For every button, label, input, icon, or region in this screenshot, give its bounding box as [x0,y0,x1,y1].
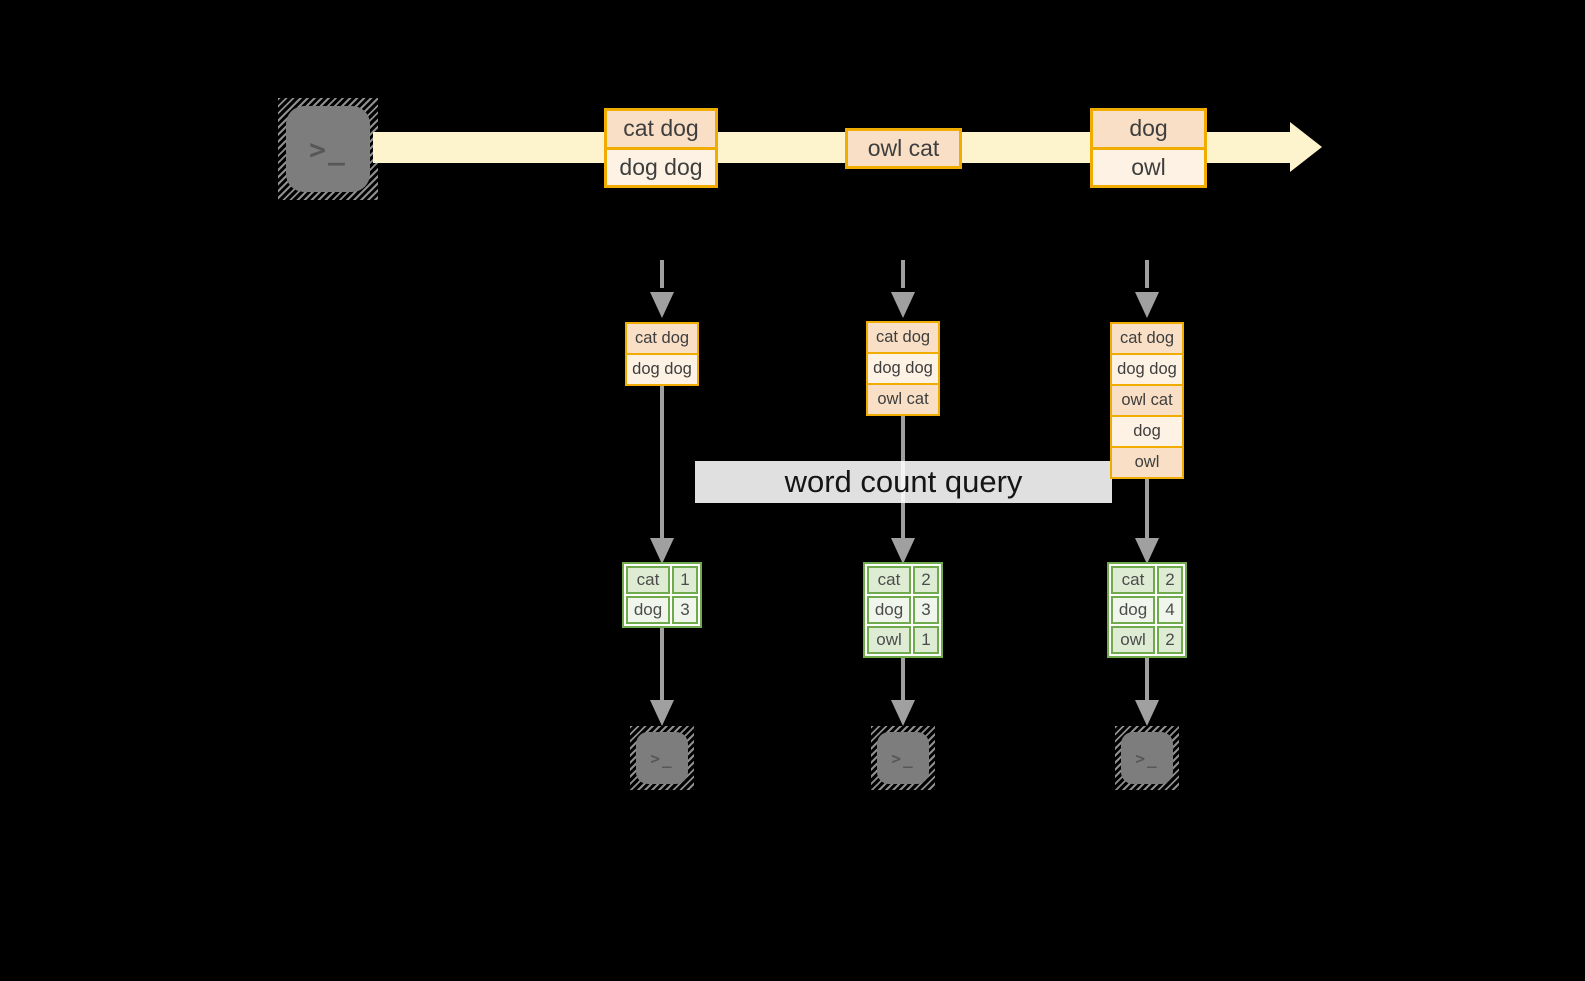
event-line: dog dog [607,146,715,185]
count-value-cell: 2 [1157,566,1183,594]
count-table-2: cat 2 dog 3 owl 1 [863,562,943,658]
dashed-arrow-2 [901,260,905,288]
state-line: cat dog [1112,324,1182,353]
arrowhead-table-to-terminal-3 [1135,700,1159,726]
state-line: dog dog [627,353,697,384]
count-word-cell: dog [1111,596,1155,624]
terminal-prompt-glyph: >_ [309,132,347,166]
terminal-icon-body: >_ [877,732,929,784]
state-line: owl cat [1112,384,1182,415]
stream-arrowhead-icon [1290,122,1322,172]
terminal-icon-body: >_ [636,732,688,784]
arrowhead-state-to-table-2 [891,538,915,564]
arrowhead-table-to-terminal-1 [650,700,674,726]
state-line: cat dog [627,324,697,353]
count-word-cell: dog [626,596,670,624]
source-terminal-icon: >_ [278,98,378,200]
dashed-arrow-1 [660,260,664,288]
state-box-3: cat dog dog dog owl cat dog owl [1110,322,1184,479]
sink-terminal-icon-2: >_ [871,726,935,790]
count-word-cell: owl [867,626,911,654]
arrow-table-to-terminal-3 [1145,658,1149,702]
count-value-cell: 3 [672,596,698,624]
state-line: dog dog [1112,353,1182,384]
count-table-1: cat 1 dog 3 [622,562,702,628]
dashed-arrowhead-3 [1135,292,1159,318]
arrow-table-to-terminal-2 [901,658,905,702]
terminal-prompt-glyph: >_ [650,748,674,768]
state-box-1: cat dog dog dog [625,322,699,386]
count-value-cell: 4 [1157,596,1183,624]
terminal-icon-body: >_ [286,106,370,192]
count-word-cell: dog [867,596,911,624]
count-word-cell: owl [1111,626,1155,654]
event-line: owl cat [848,131,959,166]
state-line: cat dog [868,323,938,352]
count-value-cell: 2 [913,566,939,594]
event-line: dog [1093,111,1204,147]
arrowhead-table-to-terminal-2 [891,700,915,726]
count-table-3: cat 2 dog 4 owl 2 [1107,562,1187,658]
event-box-2: owl cat [845,128,962,169]
state-line: owl cat [868,383,938,414]
count-value-cell: 3 [913,596,939,624]
count-word-cell: cat [626,566,670,594]
count-word-cell: cat [867,566,911,594]
event-line: cat dog [607,111,715,147]
arrowhead-state-to-table-1 [650,538,674,564]
arrow-state-to-table-3 [1145,478,1149,538]
arrow-state-to-table-1 [660,386,664,538]
count-value-cell: 1 [913,626,939,654]
state-box-2: cat dog dog dog owl cat [866,321,940,416]
dashed-arrowhead-1 [650,292,674,318]
count-value-cell: 1 [672,566,698,594]
state-line: dog dog [868,352,938,383]
state-line: dog [1112,415,1182,446]
arrowhead-state-to-table-3 [1135,538,1159,564]
sink-terminal-icon-3: >_ [1115,726,1179,790]
event-box-1: cat dog dog dog [604,108,718,188]
count-value-cell: 2 [1157,626,1183,654]
word-count-query-label: word count query [695,461,1112,503]
arrow-table-to-terminal-1 [660,628,664,702]
terminal-prompt-glyph: >_ [1135,748,1159,768]
dashed-arrow-3 [1145,260,1149,288]
sink-terminal-icon-1: >_ [630,726,694,790]
count-word-cell: cat [1111,566,1155,594]
terminal-prompt-glyph: >_ [891,748,915,768]
event-line: owl [1093,146,1204,185]
dashed-arrowhead-2 [891,292,915,318]
event-box-3: dog owl [1090,108,1207,188]
terminal-icon-body: >_ [1121,732,1173,784]
state-line: owl [1112,446,1182,477]
